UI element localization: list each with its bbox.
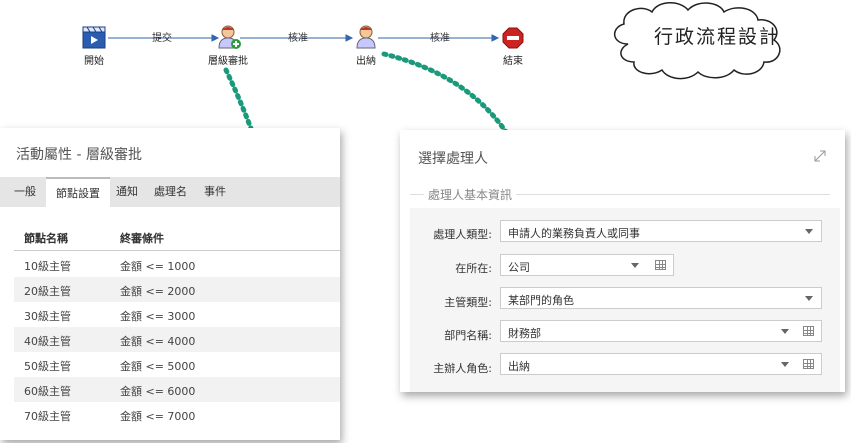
chevron-down-icon bbox=[805, 229, 813, 234]
grid-header: 節點名稱 終審條件 bbox=[14, 224, 340, 251]
table-row[interactable]: 10級主管 金額 <= 1000 bbox=[14, 252, 340, 277]
tab-events[interactable]: 事件 bbox=[204, 185, 226, 198]
field-label-location: 在所在: bbox=[455, 262, 492, 275]
select-value: 財務部 bbox=[508, 327, 541, 340]
cell-node-name: 20級主管 bbox=[24, 285, 71, 298]
table-row[interactable]: 70級主管 金額 <= 7000 bbox=[14, 402, 340, 427]
flow-node-label: 開始 bbox=[84, 56, 104, 67]
field-label-role: 主辦人角色: bbox=[433, 362, 492, 375]
table-row[interactable]: 60級主管 金額 <= 6000 bbox=[14, 377, 340, 402]
select-value: 申請人的業務負責人或同事 bbox=[508, 227, 640, 240]
table-row[interactable]: 50級主管 金額 <= 5000 bbox=[14, 352, 340, 377]
cell-node-name: 40級主管 bbox=[24, 335, 71, 348]
film-clapper-icon bbox=[82, 26, 106, 49]
column-header-condition[interactable]: 終審條件 bbox=[120, 232, 164, 245]
flow-node-label: 出納 bbox=[356, 56, 376, 67]
cell-condition: 金額 <= 6000 bbox=[120, 385, 196, 398]
fieldset-legend: 處理人基本資訊 bbox=[424, 186, 517, 203]
cell-condition: 金額 <= 5000 bbox=[120, 360, 196, 373]
tab-bar: 一般 節點設置 通知 處理名 事件 bbox=[0, 177, 340, 209]
field-label-handler-type: 處理人類型: bbox=[433, 228, 492, 241]
flow-arrow-label: 核准 bbox=[288, 33, 308, 44]
tab-notify[interactable]: 通知 bbox=[116, 185, 138, 198]
cell-condition: 金額 <= 7000 bbox=[120, 410, 196, 423]
field-label-manager-type: 主管類型: bbox=[444, 296, 492, 309]
user-add-icon bbox=[218, 25, 241, 49]
role-select[interactable]: 出納 bbox=[500, 353, 822, 375]
flow-node-end[interactable]: 結束 bbox=[502, 27, 524, 67]
chevron-down-icon bbox=[781, 329, 789, 334]
cell-condition: 金額 <= 2000 bbox=[120, 285, 196, 298]
cell-node-name: 70級主管 bbox=[24, 410, 71, 423]
flow-node-cashier[interactable]: 出納 bbox=[354, 24, 378, 67]
chevron-down-icon bbox=[805, 296, 813, 301]
grid-picker-icon[interactable] bbox=[803, 359, 814, 369]
column-header-node-name[interactable]: 節點名稱 bbox=[24, 232, 68, 245]
cell-node-name: 30級主管 bbox=[24, 310, 71, 323]
cloud-title: 行政流程設計 bbox=[653, 26, 780, 48]
chevron-down-icon bbox=[631, 263, 639, 268]
location-select[interactable]: 公司 bbox=[500, 254, 674, 276]
table-row[interactable]: 40級主管 金額 <= 4000 bbox=[14, 327, 340, 352]
cell-node-name: 60級主管 bbox=[24, 385, 71, 398]
flow-node-approval[interactable]: 層級審批 bbox=[208, 24, 248, 67]
panel-title: 選擇處理人 bbox=[418, 151, 488, 167]
tab-handler[interactable]: 處理名 bbox=[154, 185, 187, 198]
fieldset-border bbox=[410, 194, 830, 195]
select-value: 出納 bbox=[508, 360, 530, 373]
cell-node-name: 10級主管 bbox=[24, 260, 71, 273]
tab-node-settings[interactable]: 節點設置 bbox=[46, 177, 110, 209]
select-value: 公司 bbox=[508, 261, 530, 274]
cell-node-name: 50級主管 bbox=[24, 360, 71, 373]
flow-node-start[interactable]: 開始 bbox=[82, 26, 106, 67]
cell-condition: 金額 <= 4000 bbox=[120, 335, 196, 348]
table-row[interactable]: 20級主管 金額 <= 2000 bbox=[14, 277, 340, 302]
field-label-department: 部門名稱: bbox=[444, 329, 492, 342]
stop-sign-icon bbox=[502, 27, 524, 49]
cell-condition: 金額 <= 3000 bbox=[120, 310, 196, 323]
expand-icon[interactable] bbox=[814, 150, 826, 162]
manager-type-select[interactable]: 某部門的角色 bbox=[500, 287, 822, 309]
user-icon bbox=[356, 25, 376, 49]
department-select[interactable]: 財務部 bbox=[500, 320, 822, 342]
panel-title: 活動屬性 - 層級審批 bbox=[16, 147, 142, 163]
select-value: 某部門的角色 bbox=[508, 294, 574, 307]
handler-type-select[interactable]: 申請人的業務負責人或同事 bbox=[500, 220, 822, 242]
chevron-down-icon bbox=[781, 362, 789, 367]
cell-condition: 金額 <= 1000 bbox=[120, 260, 196, 273]
flow-node-label: 層級審批 bbox=[208, 56, 248, 67]
grid-picker-icon[interactable] bbox=[655, 260, 666, 270]
flow-arrow-label: 核准 bbox=[430, 33, 450, 44]
flow-node-label: 結束 bbox=[503, 56, 523, 67]
grid-picker-icon[interactable] bbox=[803, 326, 814, 336]
table-row[interactable]: 30級主管 金額 <= 3000 bbox=[14, 302, 340, 327]
activity-properties-panel: 活動屬性 - 層級審批 一般 節點設置 通知 處理名 事件 節點名稱 終審條件 … bbox=[0, 128, 340, 440]
flow-arrow-label: 提交 bbox=[152, 33, 172, 44]
tab-general[interactable]: 一般 bbox=[14, 185, 36, 198]
